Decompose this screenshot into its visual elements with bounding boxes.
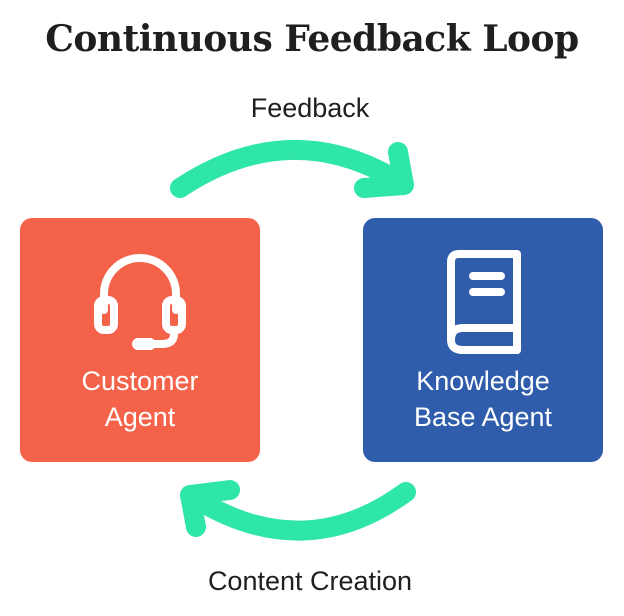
feedback-arrow xyxy=(170,140,414,198)
headset-icon xyxy=(94,254,186,350)
knowledge-base-agent-label: Knowledge Base Agent xyxy=(363,363,603,435)
customer-agent-label-line2: Agent xyxy=(104,402,176,432)
knowledge-base-agent-card: Knowledge Base Agent xyxy=(363,218,603,462)
customer-agent-label: Customer Agent xyxy=(20,363,260,435)
customer-agent-card: Customer Agent xyxy=(20,218,260,462)
knowledge-base-agent-label-line1: Knowledge xyxy=(416,366,550,396)
content-creation-arrow xyxy=(180,480,416,541)
feedback-label: Feedback xyxy=(250,93,370,123)
page-title: Continuous Feedback Loop xyxy=(45,18,579,60)
knowledge-base-agent-label-line2: Base Agent xyxy=(413,402,553,432)
content-creation-label: Content Creation xyxy=(207,566,413,596)
customer-agent-label-line1: Customer xyxy=(81,366,199,396)
book-icon xyxy=(447,250,521,354)
